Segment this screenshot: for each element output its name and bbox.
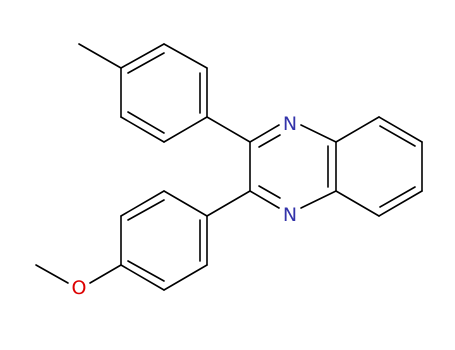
anisyl-ring-bond — [163, 264, 208, 291]
atom-label-layer: N N O — [72, 113, 298, 299]
pyrazine-bond — [249, 124, 280, 143]
tolyl-ring-double-bond — [127, 111, 165, 134]
oxygen-atom-label: O — [72, 277, 87, 299]
benzo-ring-bond — [378, 116, 423, 143]
tolyl-ring-bond — [120, 116, 165, 143]
anisyl-ring-double-bond — [127, 260, 165, 282]
methoxy-methyl-bond — [35, 264, 69, 284]
benzo-ring-bond — [335, 116, 380, 143]
methoxy-o-bond — [89, 264, 122, 284]
nitrogen-atom-label: N — [283, 204, 297, 226]
nitrogen-atom-label: N — [283, 113, 297, 135]
bond-layer — [35, 43, 423, 291]
benzo-ring-double-bond — [379, 186, 416, 208]
anisyl-ring-bond — [120, 264, 165, 291]
tolyl-ring-bond — [120, 43, 165, 69]
tolyl-ring-bond — [163, 116, 208, 143]
pyrazine-double-bond — [258, 185, 281, 199]
tolyl-ring-bond — [163, 43, 208, 69]
pyrazine-double-bond — [258, 134, 281, 148]
benzo-ring-double-bond — [379, 125, 416, 147]
anisyl-ring-bond — [120, 190, 165, 217]
anisyl-link-bond — [206, 190, 251, 217]
benzo-ring-bond — [335, 190, 380, 217]
pyrazine-bond — [300, 190, 337, 209]
anisyl-ring-double-bond — [127, 199, 165, 221]
pyrazine-bond — [300, 124, 337, 143]
methyl-bond — [78, 43, 122, 69]
pyrazine-bond — [249, 190, 280, 209]
tolyl-link-bond — [206, 116, 251, 143]
tolyl-ring-double-bond — [127, 52, 165, 74]
anisyl-ring-bond — [163, 190, 208, 217]
benzo-ring-bond — [378, 190, 423, 217]
